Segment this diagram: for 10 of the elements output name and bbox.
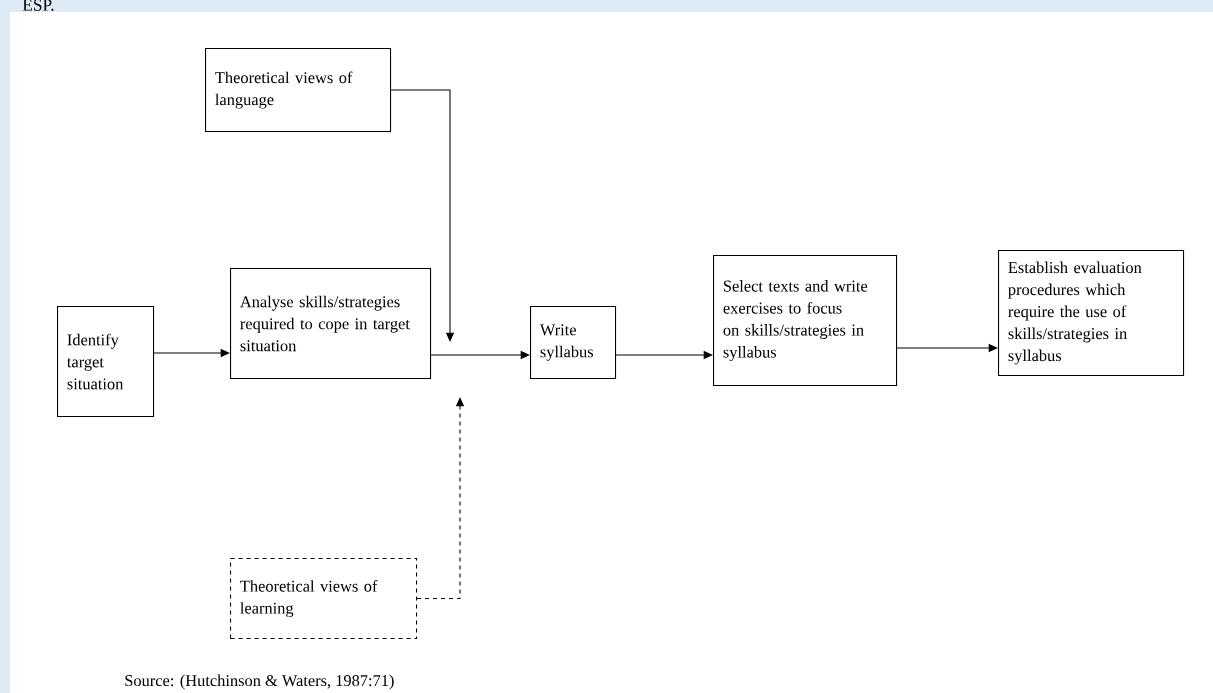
process-box: Theoretical views of language xyxy=(205,48,392,133)
process-box: Select texts and write exercises to focus on skills/strategies in syllabus xyxy=(713,255,898,387)
process-box: Analyse skills/strategies required to cope in target situation xyxy=(230,268,432,380)
caption: Source: (Hutchinson & Waters, 1987:71) xyxy=(125,674,394,690)
process-box: Identify target situation xyxy=(57,306,155,418)
process-box: Write syllabus xyxy=(530,306,617,380)
process-box: Establish evaluation procedures which require the use of skills/strategies in syllabus xyxy=(998,250,1185,377)
arrow xyxy=(390,89,455,342)
heading-text: ESP. xyxy=(22,0,54,11)
process-box: Theoretical views of learning xyxy=(230,558,418,640)
